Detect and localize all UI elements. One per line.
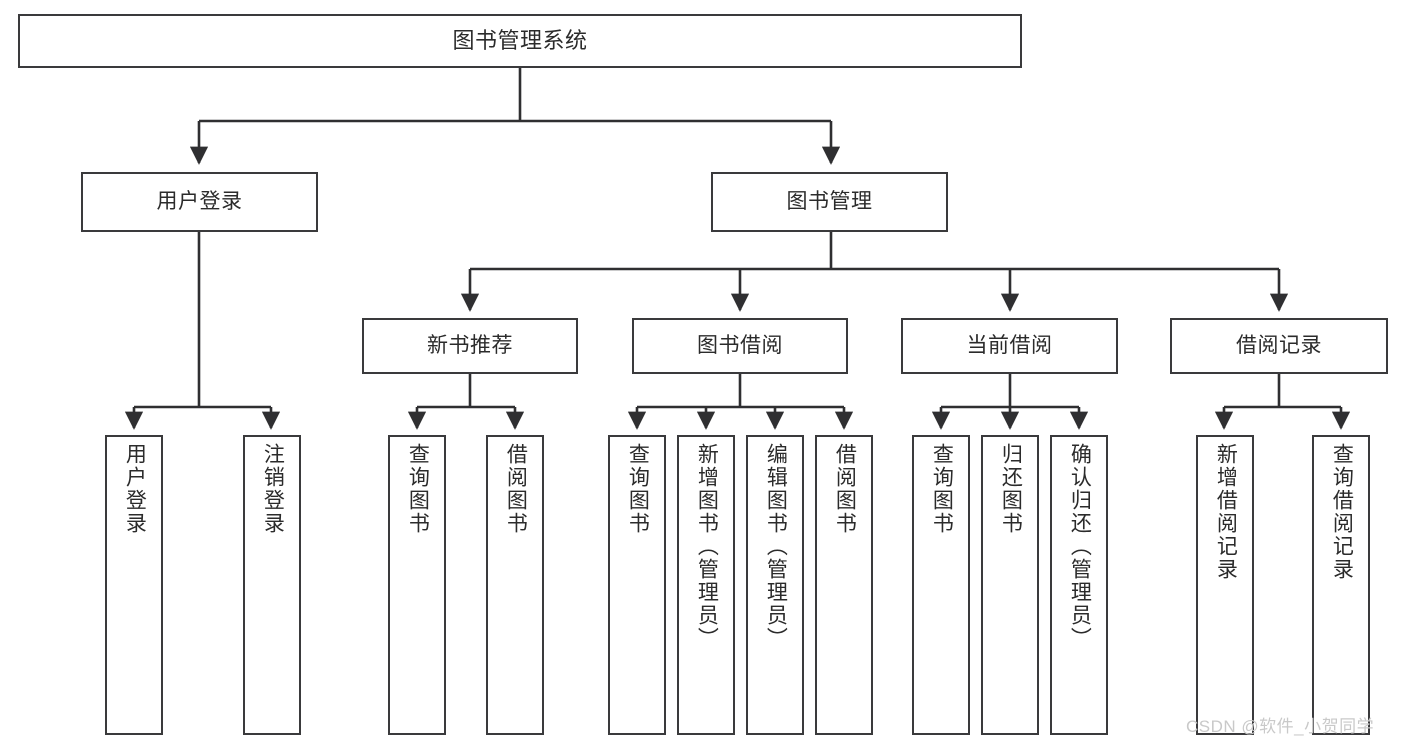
node-label: 编辑图书（管理员） xyxy=(764,443,788,650)
node-label: 新增图书（管理员） xyxy=(695,443,719,650)
node-book-borrow[interactable]: 图书借阅 xyxy=(632,318,848,374)
leaf-borrow-borrow-book[interactable]: 借阅图书 xyxy=(815,435,873,735)
node-label: 当前借阅 xyxy=(966,333,1053,357)
leaf-user-login-signin[interactable]: 用户登录 xyxy=(105,435,163,735)
node-label: 新书推荐 xyxy=(427,333,513,357)
leaf-borrow-edit-book-admin[interactable]: 编辑图书（管理员） xyxy=(746,435,804,735)
leaf-borrow-query-book[interactable]: 查询图书 xyxy=(608,435,666,735)
node-label: 用户登录 xyxy=(123,443,147,535)
node-label: 新增借阅记录 xyxy=(1214,443,1238,581)
node-label: 查询借阅记录 xyxy=(1330,443,1354,581)
node-label: 查询图书 xyxy=(406,443,430,535)
node-label: 归还图书 xyxy=(999,443,1023,535)
leaf-current-query-book[interactable]: 查询图书 xyxy=(912,435,970,735)
node-user-login[interactable]: 用户登录 xyxy=(81,172,318,232)
leaf-borrow-add-book-admin[interactable]: 新增图书（管理员） xyxy=(677,435,735,735)
node-new-book-recommend[interactable]: 新书推荐 xyxy=(362,318,578,374)
node-label: 图书管理系统 xyxy=(452,28,588,54)
leaf-recommend-borrow-book[interactable]: 借阅图书 xyxy=(486,435,544,735)
node-borrow-records[interactable]: 借阅记录 xyxy=(1170,318,1388,374)
node-root-system[interactable]: 图书管理系统 xyxy=(18,14,1022,68)
leaf-recommend-query-book[interactable]: 查询图书 xyxy=(388,435,446,735)
node-current-borrow[interactable]: 当前借阅 xyxy=(901,318,1118,374)
leaf-user-login-signout[interactable]: 注销登录 xyxy=(243,435,301,735)
node-label: 图书借阅 xyxy=(697,333,783,357)
node-label: 确认归还（管理员） xyxy=(1068,443,1092,650)
node-label: 借阅图书 xyxy=(833,443,857,535)
leaf-current-return-book[interactable]: 归还图书 xyxy=(981,435,1039,735)
leaf-current-confirm-return-admin[interactable]: 确认归还（管理员） xyxy=(1050,435,1108,735)
node-label: 查询图书 xyxy=(930,443,954,535)
node-label: 查询图书 xyxy=(626,443,650,535)
node-label: 借阅记录 xyxy=(1236,333,1322,357)
node-label: 借阅图书 xyxy=(504,443,528,535)
node-label: 图书管理 xyxy=(786,189,873,213)
node-book-management[interactable]: 图书管理 xyxy=(711,172,948,232)
csdn-watermark: CSDN @软件_小贺同学 xyxy=(1186,717,1375,736)
leaf-records-query-record[interactable]: 查询借阅记录 xyxy=(1312,435,1370,735)
leaf-records-add-record[interactable]: 新增借阅记录 xyxy=(1196,435,1254,735)
node-label: 注销登录 xyxy=(261,443,285,535)
node-label: 用户登录 xyxy=(156,189,243,213)
